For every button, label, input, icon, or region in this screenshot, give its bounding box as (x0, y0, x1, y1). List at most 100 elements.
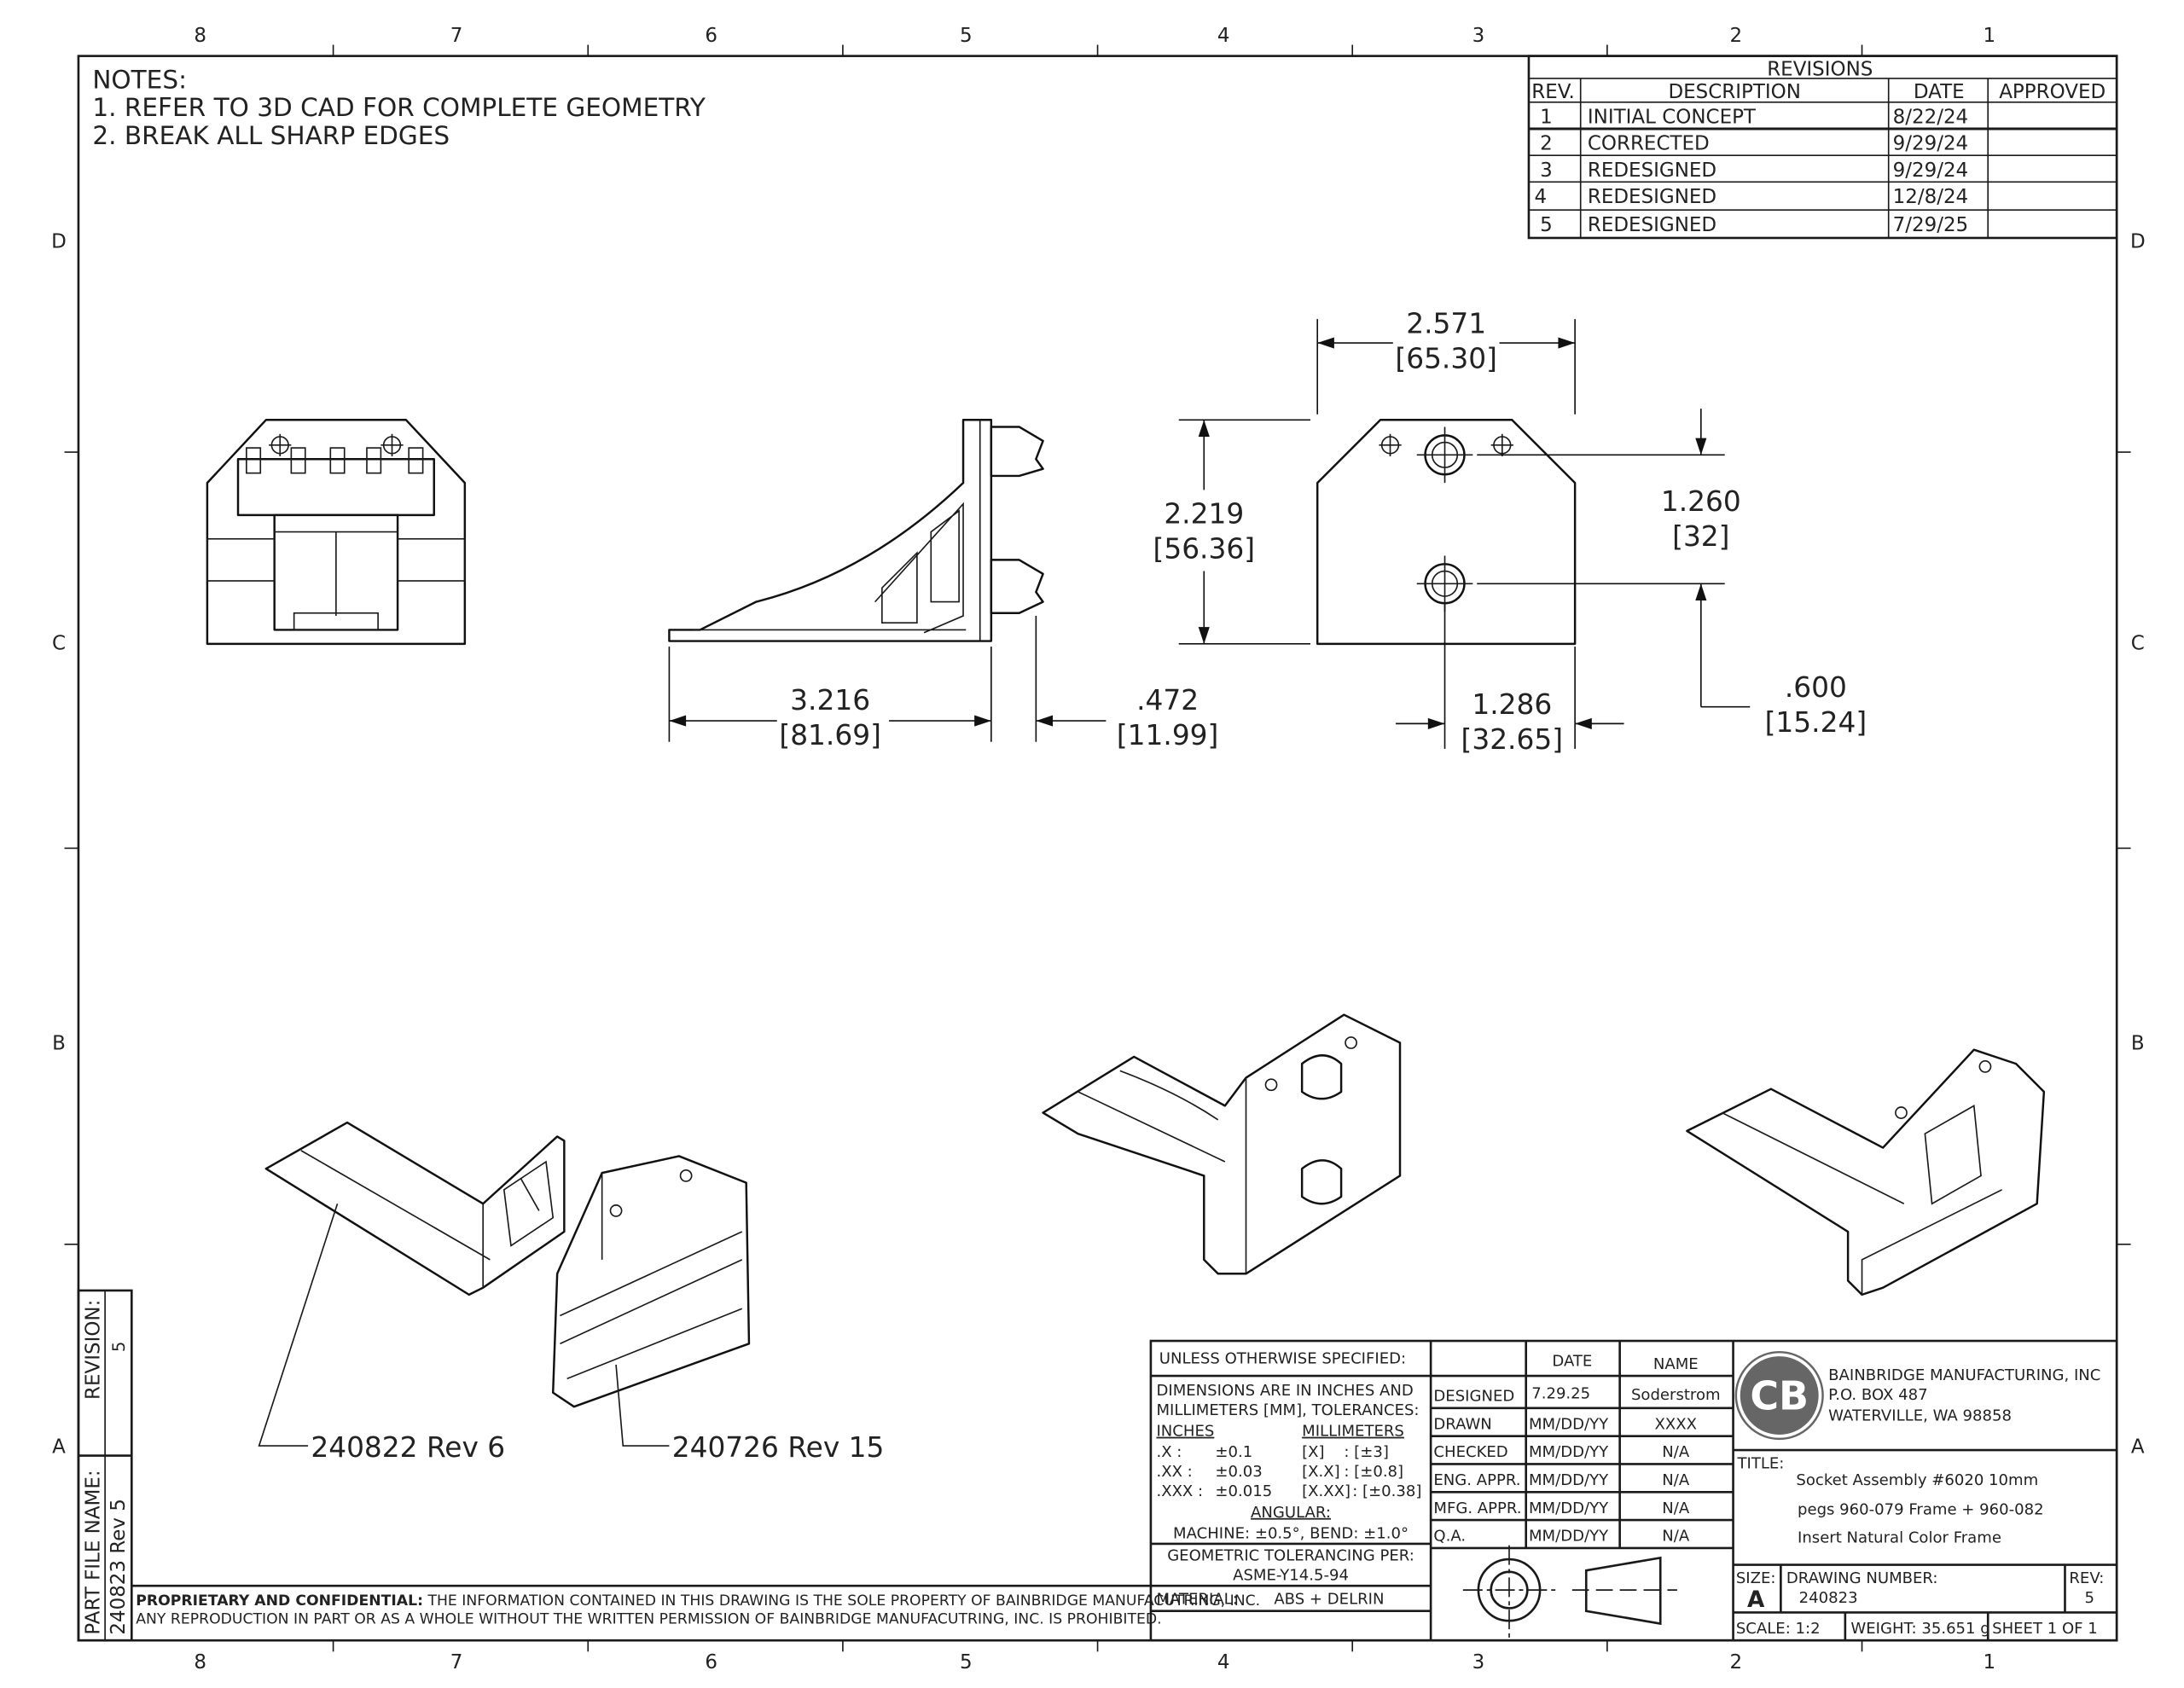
tol-val: : [±3] (1344, 1443, 1389, 1461)
company-address: P.O. BOX 487 (1828, 1386, 1927, 1404)
logo-text: CB (1750, 1372, 1809, 1418)
signoff-role: CHECKED (1433, 1443, 1507, 1461)
material-value: ABS + DELRIN (1274, 1591, 1384, 1609)
material-label: MATERIAL: (1156, 1591, 1237, 1609)
callout-label: 240726 Rev 15 (672, 1431, 885, 1464)
dims-note: MILLIMETERS [MM], TOLERANCES: (1156, 1401, 1419, 1419)
rev-description: INITIAL CONCEPT (1588, 106, 1757, 128)
tol-val: : [±0.8] (1344, 1463, 1403, 1481)
notes: NOTES: 1. REFER TO 3D CAD FOR COMPLETE G… (92, 65, 706, 150)
signoff-date: MM/DD/YY (1529, 1471, 1609, 1489)
dim-side-length-in: 3.216 (790, 684, 870, 716)
mm-label: MILLIMETERS (1302, 1423, 1404, 1441)
rev-header: DATE (1914, 81, 1965, 103)
confidential-line2: ANY REPRODUCTION IN PART OR AS A WHOLE W… (136, 1611, 1161, 1628)
zone-row: B (52, 1033, 66, 1055)
signoff-role: ENG. APPR. (1433, 1471, 1520, 1489)
rev-description: REDESIGNED (1588, 186, 1716, 208)
zone-row: C (52, 632, 66, 654)
isometric-view-front (1686, 1048, 2046, 1296)
zone-col: 4 (1217, 1651, 1230, 1673)
rear-view-dimensions: 2.571 [65.30] 2.219 [56.36] 1.260 [32] .… (1153, 308, 1867, 756)
angular-label: ANGULAR: (1251, 1504, 1331, 1522)
zone-row: D (2130, 230, 2146, 252)
revision-label: REVISION: (83, 1300, 105, 1400)
signoff-name: N/A (1662, 1528, 1690, 1546)
sheet: SHEET 1 OF 1 (1992, 1620, 2098, 1638)
dims-note: DIMENSIONS ARE IN INCHES AND (1156, 1382, 1413, 1400)
tol-val: ±0.03 (1215, 1463, 1262, 1481)
rev-header: APPROVED (1999, 81, 2106, 103)
zone-row: A (2131, 1436, 2145, 1458)
dim-peg-offset-x-mm: [32.65] (1461, 723, 1563, 756)
rev-number: 5 (1540, 214, 1553, 236)
tol-key: [X.XX] (1302, 1482, 1350, 1500)
dim-width-in: 2.571 (1406, 308, 1486, 340)
tol-key: [X.X] (1302, 1463, 1340, 1481)
drawing-number-label: DRAWING NUMBER: (1786, 1569, 1938, 1587)
scale: SCALE: 1:2 (1736, 1620, 1821, 1638)
rear-view (1316, 419, 1577, 646)
tol-val: ±0.015 (1215, 1482, 1272, 1500)
dim-height-mm: [56.36] (1153, 533, 1255, 566)
svg-text:PROPRIETARY AND CONFIDENTIAL:: PROPRIETARY AND CONFIDENTIAL: THE INFORM… (136, 1592, 1260, 1610)
zone-markers: 8 7 6 5 4 3 2 1 8 7 6 5 4 3 2 1 D C B A … (51, 25, 2146, 1673)
tol-key: .XXX : (1156, 1482, 1203, 1500)
weight: WEIGHT: 35.651 g (1850, 1620, 1989, 1638)
signoff-name: XXXX (1655, 1415, 1697, 1433)
signoff-role: DESIGNED (1433, 1388, 1514, 1406)
dim-height-in: 2.219 (1164, 498, 1244, 531)
zone-row: D (51, 230, 67, 252)
sign-header: NAME (1653, 1355, 1699, 1373)
signoff-name: N/A (1662, 1471, 1690, 1489)
side-view (668, 419, 1044, 642)
title-line: Insert Natural Color Frame (1798, 1528, 2001, 1546)
zone-col: 7 (450, 1651, 463, 1673)
angular-tolerance: MACHINE: ±0.5°, BEND: ±1.0° (1173, 1524, 1409, 1542)
zone-col: 2 (1730, 25, 1743, 47)
dim-peg-offset-y-in: .600 (1785, 671, 1847, 704)
signoff-name: N/A (1662, 1443, 1690, 1461)
signoff-name: Soderstrom (1631, 1386, 1721, 1404)
signoff-name: N/A (1662, 1499, 1690, 1517)
dim-width-mm: [65.30] (1395, 343, 1496, 375)
file-name-value: 240823 Rev 5 (107, 1499, 130, 1635)
dim-peg-length-mm: [11.99] (1117, 719, 1218, 751)
title-line: Socket Assembly #6020 10mm (1796, 1471, 2038, 1489)
geometric-standard: ASME-Y14.5-94 (1233, 1567, 1349, 1585)
isometric-view-rear (1042, 1013, 1402, 1275)
dim-peg-offset-x-in: 1.286 (1472, 688, 1552, 721)
zone-col: 5 (960, 1651, 973, 1673)
drawing-number: 240823 (1799, 1589, 1858, 1607)
rev-number: 2 (1540, 133, 1553, 155)
rev-date: 9/29/24 (1893, 133, 1969, 155)
zone-col: 4 (1217, 25, 1230, 47)
rev-label: REV: (2069, 1569, 2104, 1587)
note-item: 2. BREAK ALL SHARP EDGES (92, 121, 450, 150)
zone-col: 8 (194, 25, 206, 47)
zone-row: C (2131, 632, 2145, 654)
title-label: TITLE: (1736, 1454, 1784, 1472)
rev-header: REV. (1531, 81, 1575, 103)
zone-col: 5 (960, 25, 973, 47)
revisions-title: REVISIONS (1767, 59, 1873, 81)
rev-date: 8/22/24 (1893, 106, 1969, 128)
zone-col: 6 (705, 1651, 717, 1673)
zone-row: A (52, 1436, 66, 1458)
note-item: 1. REFER TO 3D CAD FOR COMPLETE GEOMETRY (92, 93, 706, 122)
zone-col: 6 (705, 25, 717, 47)
callout-label: 240822 Rev 6 (311, 1431, 505, 1464)
projection-symbol (1462, 1545, 1677, 1638)
tol-key: [X] (1302, 1443, 1324, 1461)
signoff-date: MM/DD/YY (1529, 1415, 1609, 1433)
zone-col: 3 (1472, 25, 1485, 47)
tol-key: .X : (1156, 1443, 1182, 1461)
signoff-date: MM/DD/YY (1529, 1528, 1609, 1546)
company-logo: CB (1734, 1350, 1824, 1441)
rev-description: CORRECTED (1588, 133, 1710, 155)
zone-col: 8 (194, 1651, 206, 1673)
geometric-label: GEOMETRIC TOLERANCING PER: (1167, 1547, 1414, 1565)
dim-peg-spacing-in: 1.260 (1661, 485, 1741, 518)
tol-key: .XX : (1156, 1463, 1192, 1481)
dim-peg-offset-y-mm: [15.24] (1765, 706, 1867, 739)
